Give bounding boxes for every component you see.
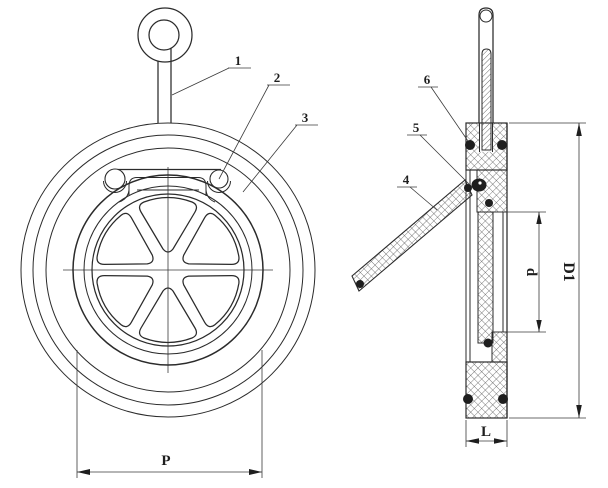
stem-rod [481,48,492,151]
hinge-plate [128,177,207,196]
side-view: D1 d L 4 5 [351,7,586,447]
dim-L-label: L [481,424,491,440]
seal-dot [464,184,472,192]
hinge-pin-left-circle [104,168,126,190]
arrowhead [576,405,582,418]
arrowhead [536,320,542,332]
dim-P-label: P [161,453,170,469]
body-bottom-section [465,361,508,419]
seal-dot [485,199,493,207]
hinge-hook-left [103,180,127,193]
dim-D1-label: D1 [560,262,577,282]
callout-1-leader [171,67,230,96]
seal-dot [483,338,493,348]
side-callouts: 4 5 6 [397,72,470,211]
stem-tube [478,7,494,123]
arrowhead [536,212,542,224]
callout-6-label: 6 [424,72,431,87]
seat-ring-section [491,331,508,363]
callout-2-label: 2 [274,70,281,85]
closed-disc-section [477,211,494,344]
spoke-wheel [96,196,240,344]
arrowhead [576,123,582,136]
seals [463,140,508,404]
disc-plate-circles [72,174,264,366]
arrowhead [466,438,479,444]
callout-3-label: 3 [302,110,309,125]
dim-d-label: d [523,268,539,277]
front-callouts: 1 2 3 [171,53,318,193]
seal-dot [465,140,475,150]
seal-dot [497,140,507,150]
dim-L: L [465,420,508,447]
callout-5-leader [419,134,470,185]
hinge-pin-section [471,178,487,192]
dim-d: d [493,211,546,333]
wheel-cutout [138,196,198,253]
hinge-hook-right [207,180,231,193]
arrowhead [77,469,90,475]
arrowhead [494,438,507,444]
dim-P: P [76,350,263,478]
seal-dot [463,394,473,404]
callout-4-label: 4 [403,172,410,187]
front-view: P 1 2 3 [20,7,318,478]
callout-2-leader [218,84,270,180]
body-flange-circles [20,122,316,418]
callout-3-leader [242,124,298,193]
disc-tip-seal [356,280,364,288]
stem-top-pin [479,9,493,23]
seal-dot [498,394,508,404]
hinge-bracket [103,168,231,203]
stem [478,7,494,151]
dim-D1: D1 [509,122,586,419]
lifting-ring [137,7,193,123]
callout-5-label: 5 [413,120,420,135]
callout-6-leader [430,86,469,142]
callout-1-label: 1 [235,53,242,68]
open-disc [351,179,473,292]
arrowhead [249,469,262,475]
callout-4-leader [409,186,438,211]
